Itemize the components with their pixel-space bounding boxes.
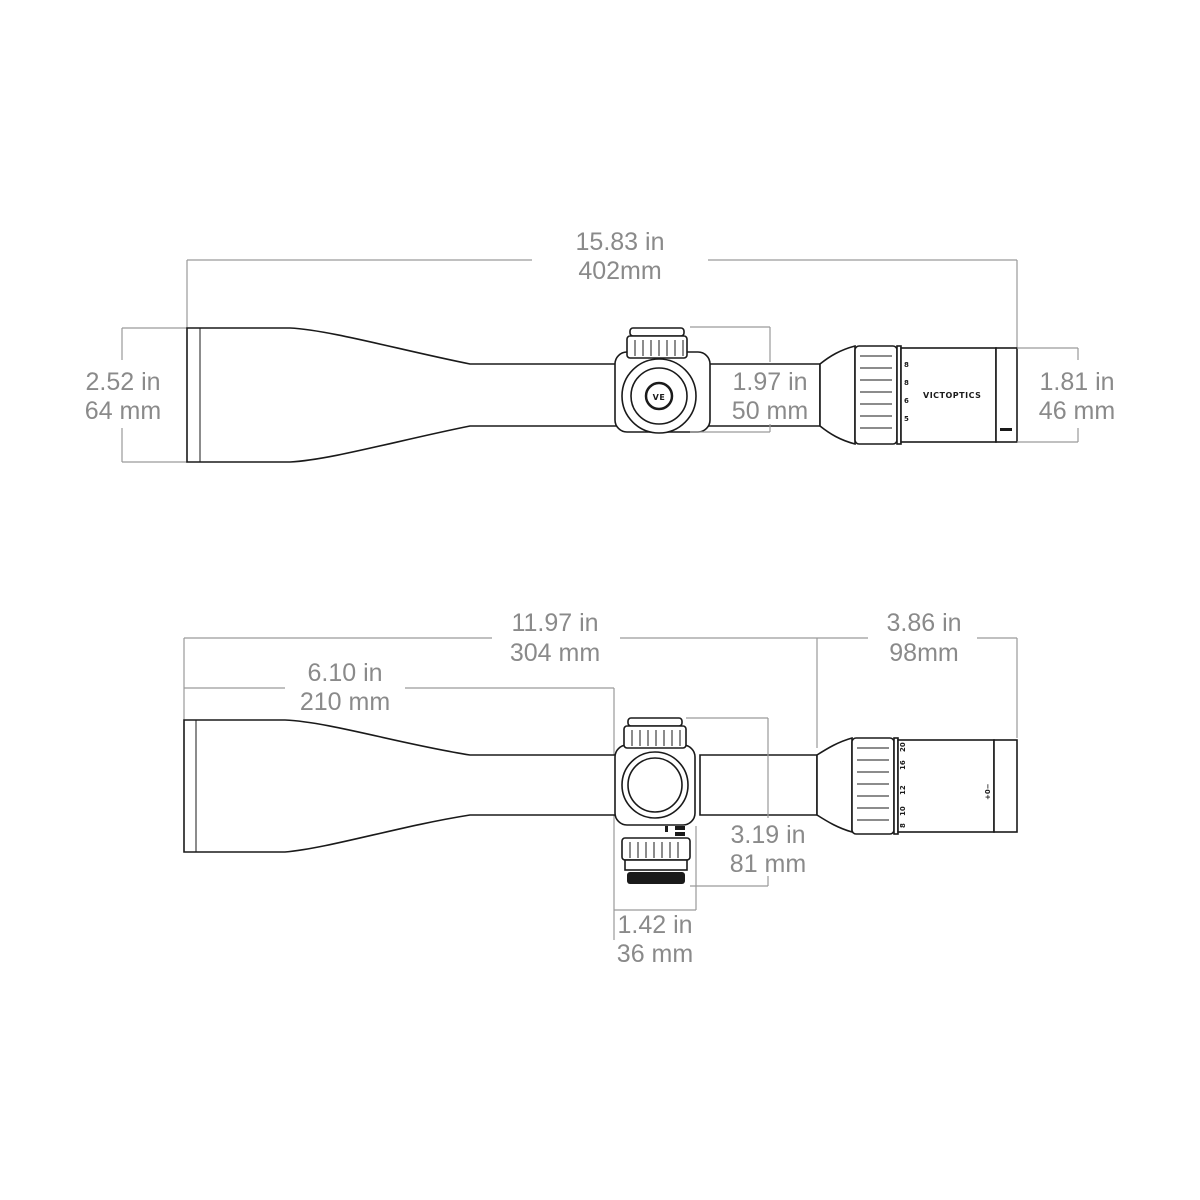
magnification-mark-10: 10	[899, 806, 907, 816]
magnification-mark-12: 12	[899, 785, 907, 795]
turret-width-dimension: 1.42 in 36 mm	[614, 826, 697, 968]
objective-to-turret-metric: 210 mm	[300, 688, 390, 716]
eyepiece-side-view: 8 10 12 16 20 +0−	[851, 737, 1018, 835]
objective-diameter-metric: 64 mm	[85, 397, 161, 425]
parallax-mark-4: 5	[904, 415, 909, 423]
magnification-mark-20: 20	[899, 742, 907, 752]
magnification-mark-16: 16	[899, 760, 907, 770]
overall-length-metric: 402mm	[578, 257, 661, 285]
eyepiece-diameter-metric: 46 mm	[1039, 397, 1115, 425]
eyepiece-length-inch: 3.86 in	[886, 609, 961, 637]
body-length-metric: 304 mm	[510, 639, 600, 667]
magnification-mark-8: 8	[899, 823, 907, 828]
eyepiece-diameter-inch: 1.81 in	[1039, 368, 1114, 396]
objective-to-turret-inch: 6.10 in	[307, 659, 382, 687]
parallax-mark-2: 8	[904, 379, 909, 387]
logo-icon: VE	[653, 393, 666, 402]
scope-body-top	[186, 327, 856, 463]
diopter-mark: +0−	[984, 783, 992, 800]
eyepiece-length-dimension: 3.86 in 98mm	[817, 609, 1018, 738]
turret-height-dimension-top: 1.97 in 50 mm	[690, 326, 808, 433]
turret-height-inch-top: 1.97 in	[732, 368, 807, 396]
body-length-inch: 11.97 in	[511, 609, 598, 637]
parallax-mark-3: 6	[904, 397, 909, 405]
eyepiece-top-view: 8 8 6 5 VICTOPTICS	[854, 345, 1018, 445]
turret-side-view	[614, 717, 696, 884]
turret-height-metric-top: 50 mm	[732, 397, 808, 425]
eyepiece-diameter-dimension: 1.81 in 46 mm	[1017, 347, 1115, 443]
side-view: 11.97 in 304 mm 3.86 in 98mm 6.10 in 210…	[183, 609, 1018, 968]
top-view: 15.83 in 402mm 2.52 in 64 mm	[85, 228, 1115, 463]
brand-wordmark: VICTOPTICS	[923, 391, 981, 400]
turret-height-inch-side: 3.19 in	[730, 821, 805, 849]
body-length-dimension: 11.97 in 304 mm	[183, 609, 818, 748]
objective-diameter-dimension: 2.52 in 64 mm	[85, 327, 187, 463]
turret-top-view: VE	[614, 327, 711, 434]
objective-diameter-inch: 2.52 in	[85, 368, 160, 396]
parallax-mark-1: 8	[904, 361, 909, 369]
eyepiece-length-metric: 98mm	[889, 639, 958, 667]
overall-length-dimension: 15.83 in 402mm	[186, 228, 1018, 348]
turret-height-metric-side: 81 mm	[730, 850, 806, 878]
turret-height-dimension-side: 3.19 in 81 mm	[686, 717, 806, 887]
turret-width-metric: 36 mm	[617, 940, 693, 968]
turret-width-inch: 1.42 in	[617, 911, 692, 939]
overall-length-inch: 15.83 in	[576, 228, 665, 256]
